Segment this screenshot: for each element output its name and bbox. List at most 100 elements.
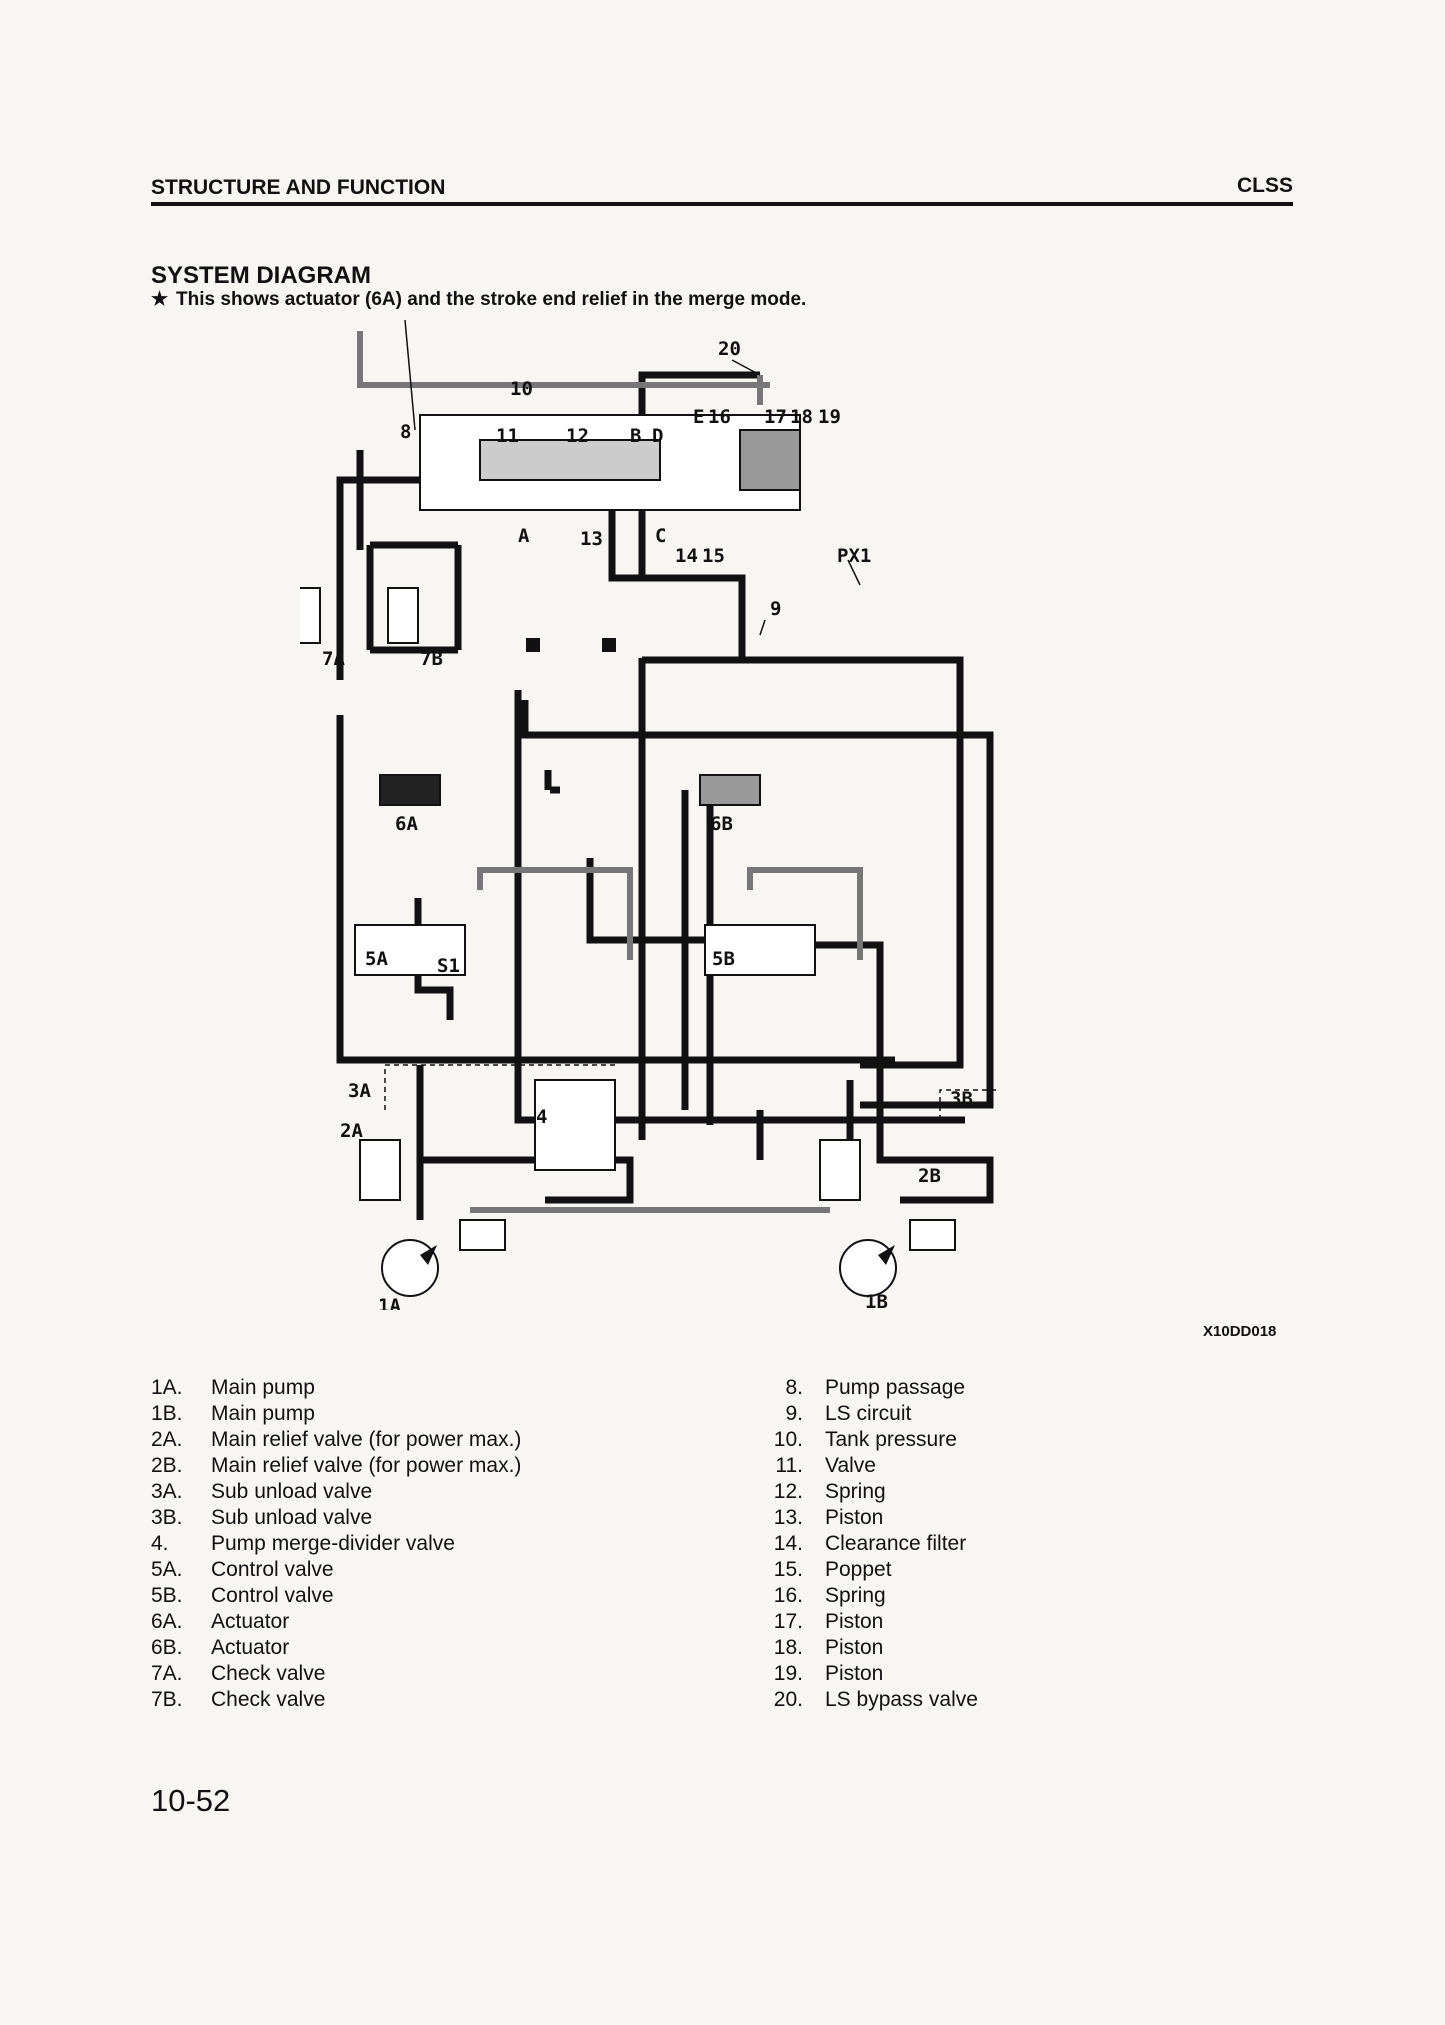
leader-8: [404, 320, 416, 431]
legend-label: Clearance filter: [825, 1532, 967, 1555]
legend-num: 13.: [773, 1506, 803, 1529]
legend-num: 6A.: [151, 1610, 183, 1633]
legend-num: 6B.: [151, 1636, 183, 1659]
legend-num: 15.: [773, 1558, 803, 1581]
legend-num: 17.: [773, 1610, 803, 1633]
leader-px1: [847, 559, 861, 586]
hydraulic-system-diagram: 20 10 8 11 12 B D E 16 17 18 19 A 13 C 1…: [300, 320, 1000, 1310]
page-number: 10-52: [151, 1783, 231, 1818]
legend-label: Control valve: [211, 1558, 334, 1581]
label-s1: S1: [437, 955, 460, 977]
legend-num: 11.: [775, 1454, 803, 1477]
label-15: 15: [702, 545, 725, 567]
legend-item: 7A. Check valve: [151, 1661, 521, 1687]
legend-num: 5B.: [151, 1584, 183, 1607]
legend-label: Sub unload valve: [211, 1480, 373, 1503]
pump-1a-loop: [416, 1065, 634, 1204]
legend-label: LS circuit: [825, 1402, 912, 1425]
label-e: E: [693, 406, 704, 428]
legend-item: 11.Valve: [735, 1453, 978, 1479]
legend-num: 2A.: [151, 1428, 183, 1451]
ls-block-9a: [526, 638, 540, 652]
label-px1: PX1: [837, 545, 871, 567]
label-4: 4: [536, 1106, 547, 1128]
legend-label: Spring: [825, 1480, 886, 1503]
actuator-6b-pilot: [747, 867, 863, 960]
pilot-line-3a: [384, 1064, 615, 1110]
diagram-subtitle: ★ This shows actuator (6A) and the stroke…: [151, 288, 806, 311]
legend-item: 9. LS circuit: [735, 1401, 978, 1427]
main-pump-1a: [381, 1239, 439, 1297]
legend-item: 15. Poppet: [735, 1557, 978, 1583]
legend-num: 14.: [773, 1532, 803, 1555]
actuator-6a-pilot: [477, 867, 633, 960]
subtitle-text: This shows actuator (6A) and the stroke …: [176, 289, 807, 310]
legend-item: 16.Spring: [735, 1583, 978, 1609]
legend-label: Tank pressure: [825, 1428, 957, 1451]
label-10: 10: [510, 378, 533, 400]
actuator-a-line: [514, 690, 965, 1124]
legend-num: 18.: [773, 1636, 803, 1659]
legend-label: Pump passage: [825, 1376, 966, 1399]
actuator-6a: [379, 774, 441, 806]
legend-num: 7A.: [151, 1662, 183, 1685]
figure-code: X10DD018: [1203, 1323, 1277, 1340]
label-20: 20: [718, 338, 741, 360]
legend-label: Check valve: [211, 1688, 326, 1711]
legend-num: 4.: [151, 1532, 169, 1555]
check-valve-7b: [387, 587, 419, 644]
legend-item: 18. Piston: [735, 1635, 978, 1661]
legend-item: 1A.Main pump: [151, 1375, 521, 1401]
legend-item: 19.Piston: [735, 1661, 978, 1687]
legend-label: Piston: [825, 1636, 884, 1659]
label-c: C: [655, 525, 666, 547]
legend-label: Piston: [825, 1506, 884, 1529]
legend-item: 8. Pump passage: [735, 1375, 978, 1401]
legend-item: 12.Spring: [735, 1479, 978, 1505]
line-7b-down: [521, 700, 994, 1109]
legend-item: 14. Clearance filter: [735, 1531, 978, 1557]
label-9: 9: [770, 598, 781, 620]
label-18: 18: [790, 406, 813, 428]
pump-1b-arrow: [878, 1245, 895, 1265]
legend-item: 5B.Control valve: [151, 1583, 521, 1609]
legend-label: Check valve: [211, 1662, 326, 1685]
legend-label: Piston: [825, 1662, 884, 1685]
label-3b: 3B: [950, 1088, 973, 1110]
pump-1a-arrow: [420, 1245, 437, 1265]
legend-item: 10.Tank pressure: [735, 1427, 978, 1453]
chapter-title: CLSS: [1236, 174, 1293, 197]
label-d: D: [652, 425, 663, 447]
label-17: 17: [764, 406, 787, 428]
ls-valve-cap: [739, 429, 801, 491]
legend-item: 7B.Check valve: [151, 1687, 521, 1713]
leader-9: [759, 619, 766, 636]
legend-item: 5A.Control valve: [151, 1557, 521, 1583]
star-icon: ★: [151, 289, 169, 310]
legend-item: 6B.Actuator: [151, 1635, 521, 1661]
label-a: A: [518, 525, 530, 547]
label-12: 12: [566, 425, 589, 447]
pilot-line-3b: [939, 1089, 1000, 1120]
legend-item: 3B.Sub unload valve: [151, 1505, 521, 1531]
ls-block-9b: [602, 638, 616, 652]
legend-item: 2B.Main relief valve (for power max.): [151, 1453, 521, 1479]
control-valve-5b: [704, 924, 816, 976]
label-16: 16: [708, 406, 731, 428]
label-13: 13: [580, 528, 603, 550]
regulator-1b: [909, 1219, 956, 1251]
legend-label: Poppet: [825, 1558, 892, 1581]
actuator-6b: [699, 774, 761, 806]
label-7a: 7A: [322, 648, 345, 670]
label-6a: 6A: [395, 813, 418, 835]
legend-num: 20.: [773, 1688, 803, 1711]
page-header: STRUCTURE AND FUNCTION CLSS: [151, 172, 1293, 206]
legend-num: 8.: [785, 1376, 803, 1399]
legend-num: 2B.: [151, 1454, 183, 1477]
label-2b: 2B: [918, 1165, 941, 1187]
legend-num: 9.: [785, 1402, 803, 1425]
legend-label: LS bypass valve: [825, 1688, 978, 1711]
relief-valve-2a: [359, 1139, 401, 1201]
section-title: STRUCTURE AND FUNCTION: [151, 176, 446, 199]
label-5b: 5B: [712, 948, 735, 970]
